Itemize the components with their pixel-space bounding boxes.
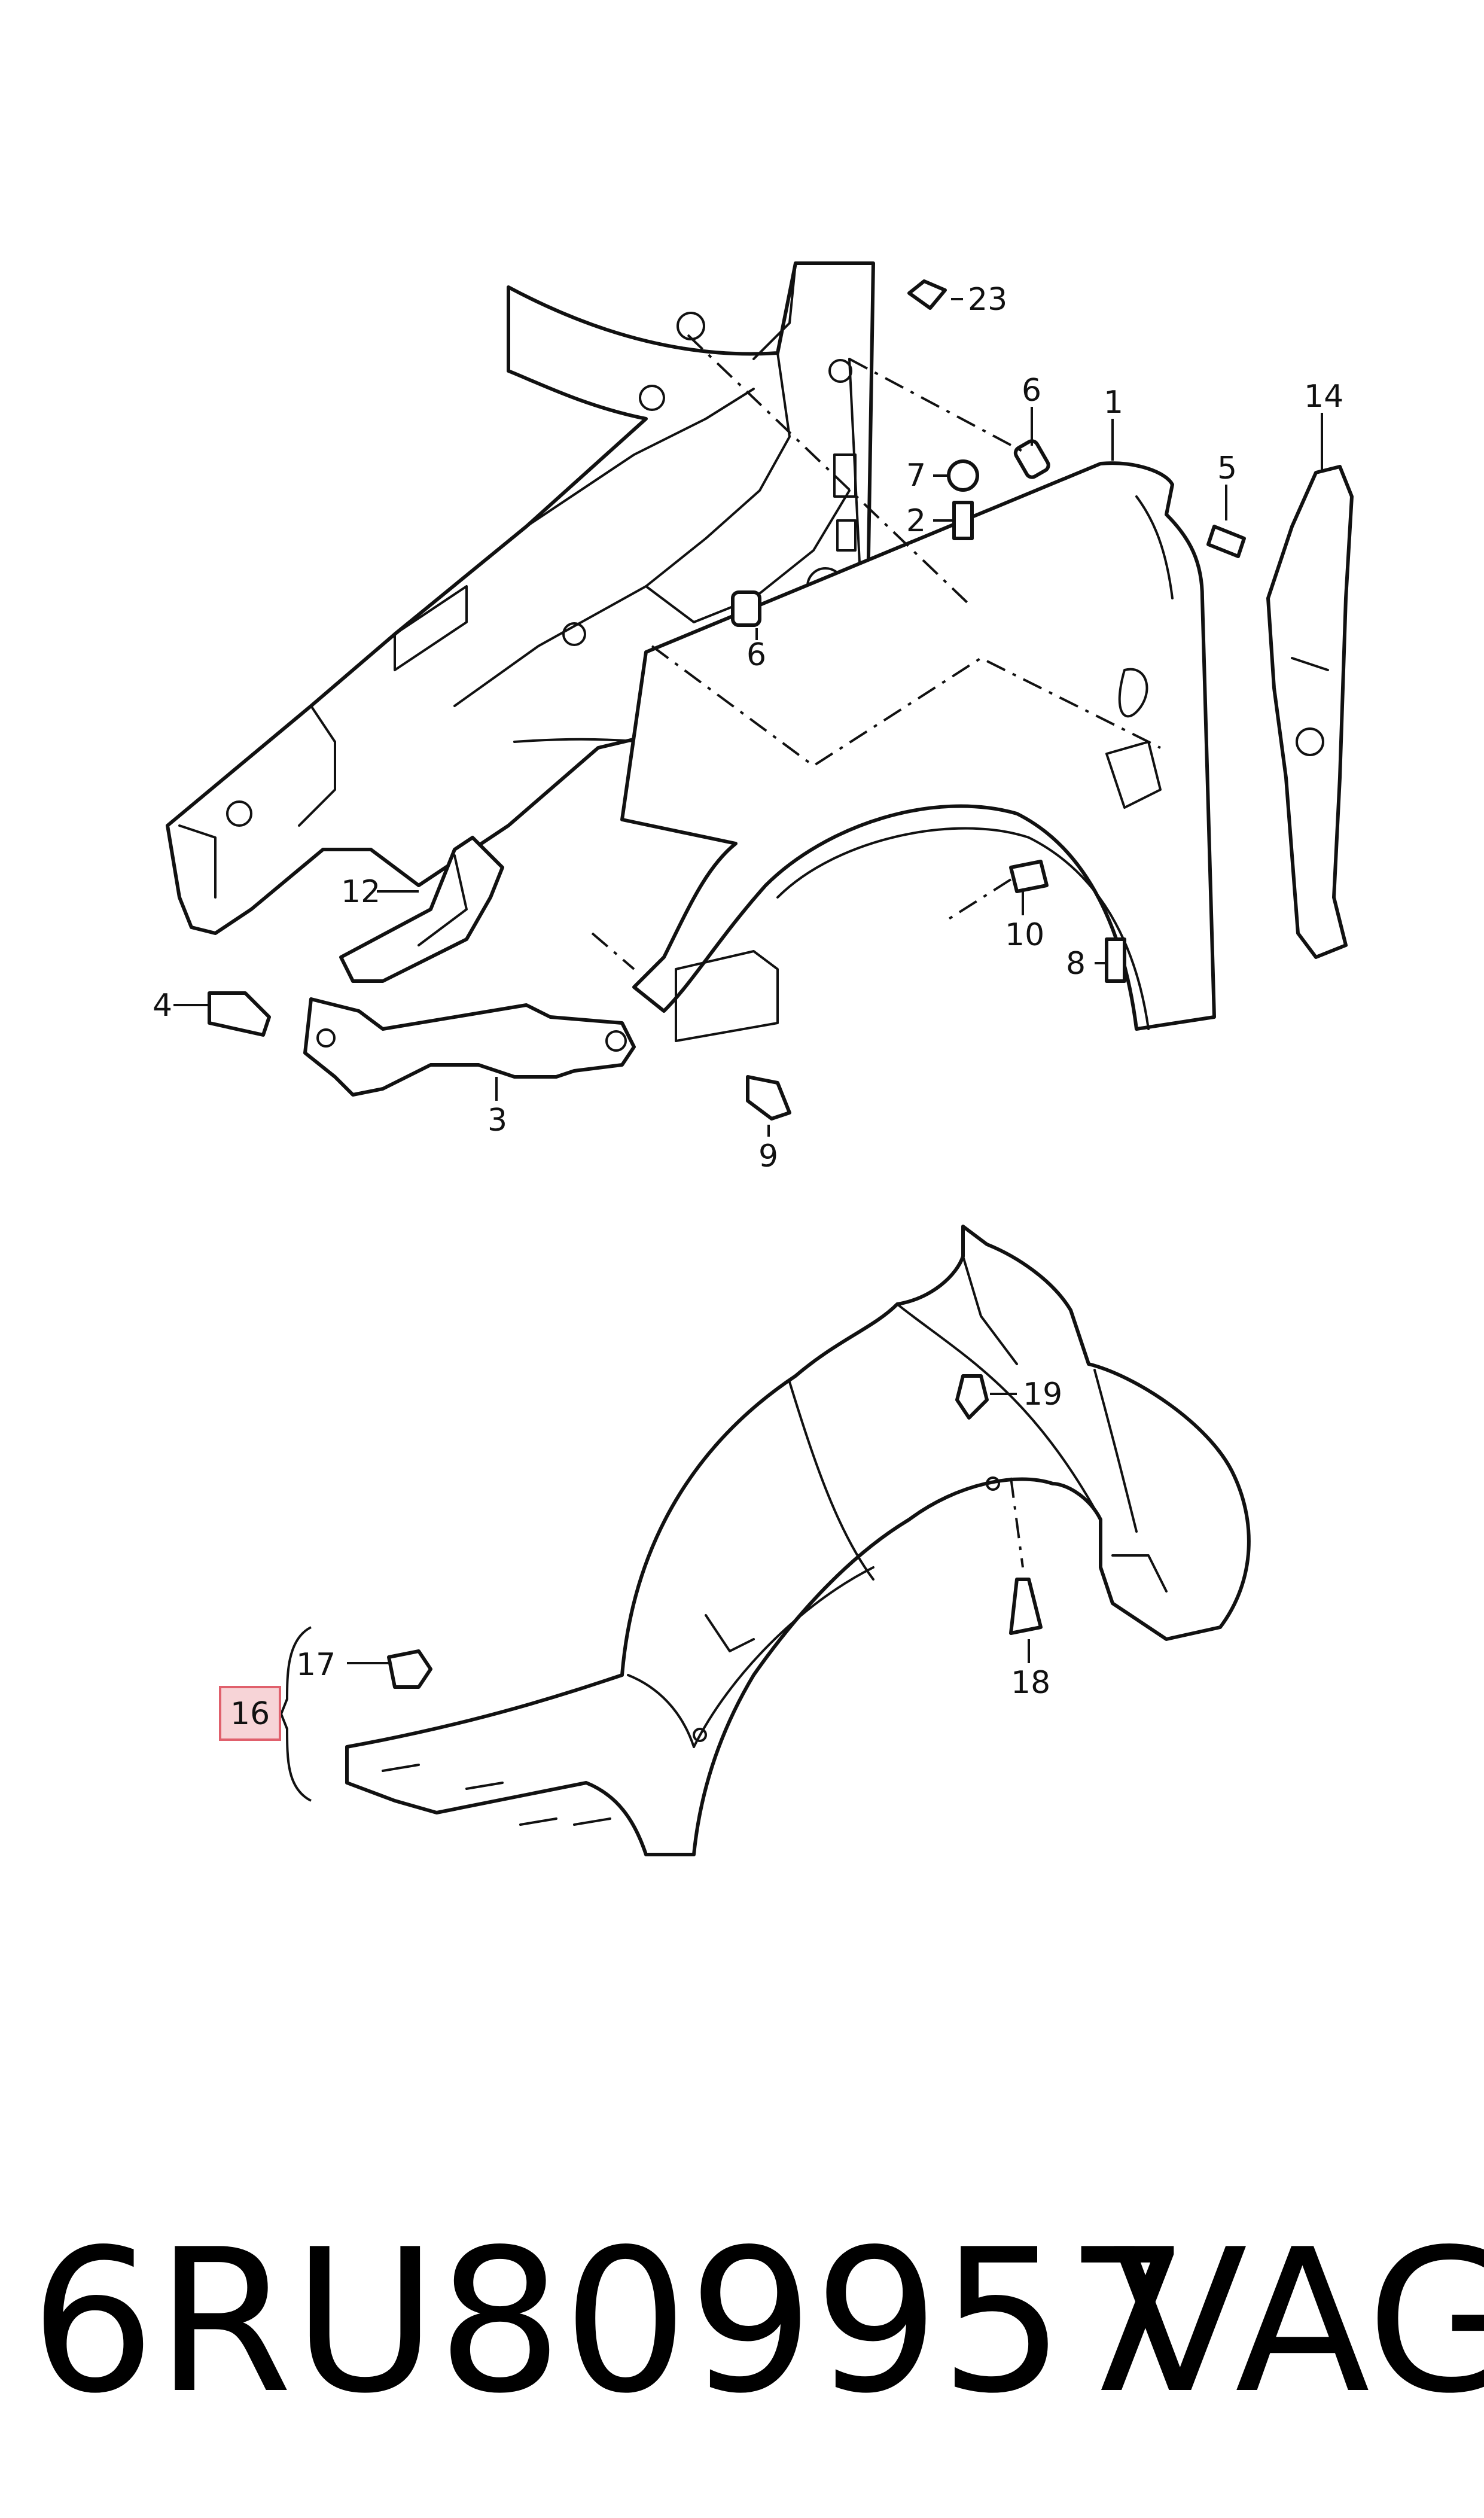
callout-5[interactable]: 5 [1217, 450, 1237, 486]
bushing-part-6-lower [731, 590, 761, 627]
callout-10[interactable]: 10 [1005, 917, 1044, 953]
bracket-part-3 [303, 997, 636, 1097]
cap-part-23 [907, 279, 947, 310]
fasteners-lower [387, 1374, 1043, 1689]
leader-lines [173, 298, 1323, 1664]
side-support-part-14 [1266, 465, 1354, 959]
screw-part-18 [1009, 1578, 1043, 1635]
callout-7[interactable]: 7 [906, 458, 926, 494]
callout-2[interactable]: 2 [906, 503, 926, 539]
fender-part-1 [620, 461, 1216, 1042]
part-number: 6RU809957 [30, 2207, 1191, 2437]
brand-name: VAG [1113, 2207, 1484, 2437]
nut-part-7 [947, 459, 979, 492]
bushing-part-6-upper [1013, 439, 1050, 479]
bolt-part-5 [1206, 525, 1246, 558]
bolt-part-4 [208, 991, 271, 1037]
clip-part-17 [387, 1649, 432, 1689]
bracket-part-12 [339, 836, 504, 983]
callout-6-lower[interactable]: 6 [746, 637, 766, 673]
callout-4[interactable]: 4 [153, 988, 172, 1024]
callout-23[interactable]: 23 [968, 282, 1007, 318]
assembly-lines-upper [591, 334, 1161, 970]
fasteners-upper [208, 279, 1246, 1121]
footer: 6RU809957 VAG [30, 2207, 1484, 2437]
wheel-housing-liner-part-16 [345, 1225, 1251, 1856]
callout-19[interactable]: 19 [1023, 1377, 1062, 1412]
callout-9[interactable]: 9 [758, 1138, 778, 1174]
callout-3[interactable]: 3 [487, 1103, 507, 1138]
callout-16[interactable]: 16 [230, 1696, 270, 1732]
callout-14[interactable]: 14 [1304, 379, 1343, 415]
callout-12[interactable]: 12 [341, 874, 380, 910]
callout-17[interactable]: 17 [296, 1647, 336, 1683]
bolt-part-2 [952, 501, 974, 540]
callout-8[interactable]: 8 [1066, 946, 1086, 982]
clip-part-19 [955, 1374, 989, 1420]
bolt-part-9 [746, 1075, 791, 1121]
callout-labels: 23 1 6 7 2 5 14 6 12 4 3 10 8 9 19 18 17… [153, 282, 1343, 1741]
callout-1[interactable]: 1 [1104, 385, 1123, 421]
bolt-part-10 [1009, 860, 1049, 893]
callout-16-highlight [219, 1686, 281, 1741]
bolt-part-8 [1105, 937, 1126, 983]
callout-18[interactable]: 18 [1011, 1665, 1050, 1701]
callout-6-upper[interactable]: 6 [1022, 373, 1041, 409]
